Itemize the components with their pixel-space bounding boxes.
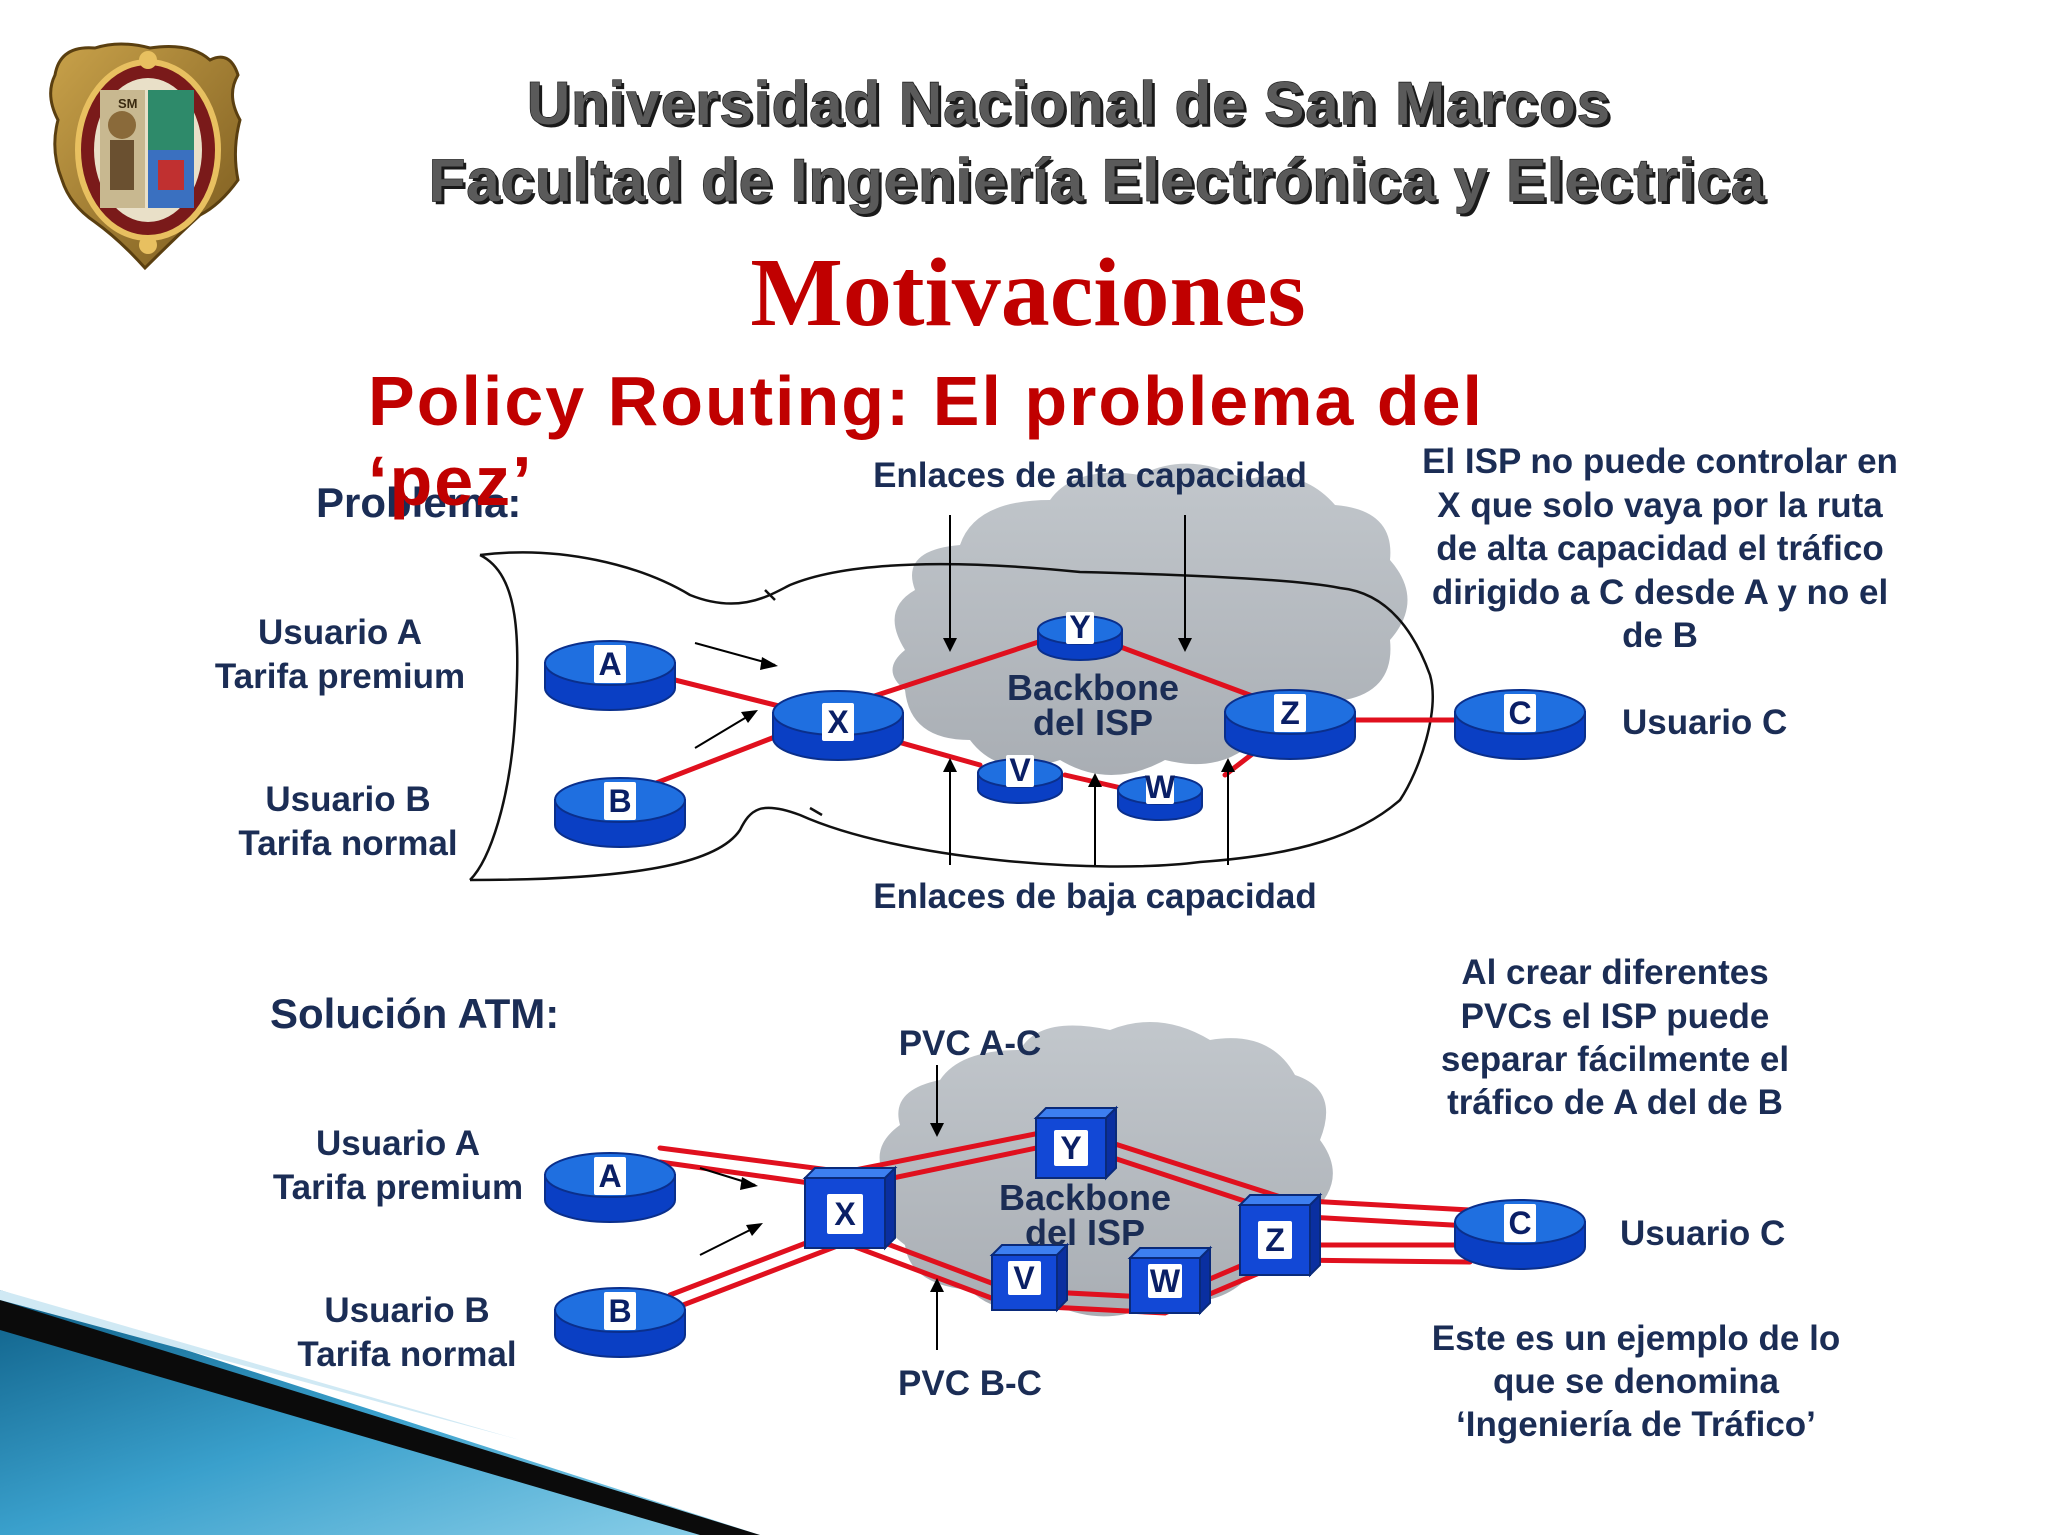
solution-router-b: B xyxy=(554,1287,686,1358)
solution-router-c-label: C xyxy=(1508,1205,1531,1241)
corner-decoration xyxy=(0,1290,760,1535)
router-v-label: V xyxy=(1009,752,1031,788)
router-w-label: W xyxy=(1145,769,1176,805)
solution-note-line4: tráfico de A del de B xyxy=(1447,1083,1783,1122)
atm-switch-x-label: X xyxy=(834,1196,856,1232)
atm-switch-y: Y xyxy=(1033,1105,1119,1181)
router-b-label: B xyxy=(608,783,631,819)
problem-note-line3: de alta capacidad el tráfico xyxy=(1436,529,1883,568)
problem-note-line5: de B xyxy=(1622,616,1698,655)
low-capacity-links-label: Enlaces de baja capacidad xyxy=(873,877,1317,916)
slide-subtitle-line2: ‘pez’ xyxy=(368,442,534,520)
atm-switch-w-label: W xyxy=(1150,1263,1181,1299)
atm-switch-v: V xyxy=(989,1242,1070,1313)
solution-user-a-line2: Tarifa premium xyxy=(273,1168,523,1207)
problem-diagram: A B X Y Z V xyxy=(215,442,1898,916)
atm-switch-x: X xyxy=(802,1165,898,1251)
solution-user-a-line1: Usuario A xyxy=(316,1124,480,1163)
arrows-low-capacity xyxy=(943,758,1235,865)
solution-backbone-line1: Backbone xyxy=(999,1177,1171,1218)
problem-note-line2: X que solo vaya por la ruta xyxy=(1437,486,1883,525)
fish-mark-top xyxy=(764,589,776,601)
problem-note-line4: dirigido a C desde A y no el xyxy=(1432,573,1888,612)
arrows-users-to-x xyxy=(694,642,778,749)
router-v: V xyxy=(977,752,1063,804)
solution-user-b-line1: Usuario B xyxy=(324,1291,489,1330)
pvc-ac-label: PVC A-C xyxy=(899,1024,1042,1063)
solution-note: Al crear diferentes PVCs el ISP puede se… xyxy=(1441,953,1789,1122)
high-capacity-links-label: Enlaces de alta capacidad xyxy=(873,456,1307,495)
solution-note-line3: separar fácilmente el xyxy=(1441,1040,1789,1079)
problem-user-b-line2: Tarifa normal xyxy=(238,824,457,863)
router-z: Z xyxy=(1224,689,1356,760)
atm-switch-z-label: Z xyxy=(1265,1222,1285,1258)
traffic-engineering-note: Este es un ejemplo de lo que se denomina… xyxy=(1432,1319,1840,1444)
solution-backbone-line2: del ISP xyxy=(1025,1212,1145,1253)
solution-router-a: A xyxy=(544,1152,676,1223)
fish-outline xyxy=(469,551,1434,882)
atm-switch-v-label: V xyxy=(1013,1260,1035,1296)
pvc-bc-label: PVC B-C xyxy=(898,1364,1042,1403)
problem-user-a-line1: Usuario A xyxy=(258,613,422,652)
problem-backbone-line2: del ISP xyxy=(1033,702,1153,743)
te-note-line1: Este es un ejemplo de lo xyxy=(1432,1319,1840,1358)
router-w: W xyxy=(1117,769,1203,821)
arrows-solution-users-to-x xyxy=(699,1167,763,1256)
arrows-high-capacity xyxy=(943,515,1192,652)
problem-backbone-line1: Backbone xyxy=(1007,667,1179,708)
faculty-name: Facultad de Ingeniería Electrónica y Ele… xyxy=(429,147,1766,214)
solution-diagram: A B C X Y xyxy=(270,953,1840,1444)
problem-user-c: Usuario C xyxy=(1622,703,1787,742)
svg-text:SM: SM xyxy=(118,96,138,111)
router-a: A xyxy=(544,640,676,711)
solution-user-b-line2: Tarifa normal xyxy=(297,1335,516,1374)
solution-user-c: Usuario C xyxy=(1620,1214,1785,1253)
router-z-label: Z xyxy=(1280,695,1300,731)
university-crest-logo: SM xyxy=(49,42,242,271)
arrow-pvc-ac xyxy=(930,1065,944,1137)
solution-heading: Solución ATM: xyxy=(270,990,559,1037)
te-note-line2: que se denomina xyxy=(1493,1362,1779,1401)
university-name: Universidad Nacional de San Marcos xyxy=(527,70,1611,137)
fish-mark-bottom xyxy=(809,806,823,817)
solution-note-line1: Al crear diferentes xyxy=(1461,953,1768,992)
slide-subtitle-line1: Policy Routing: El problema del xyxy=(368,362,1484,440)
router-y-label: Y xyxy=(1069,609,1090,645)
fish-tail-left xyxy=(469,553,519,881)
problem-heading: Problema: xyxy=(316,479,521,526)
router-x-label: X xyxy=(827,704,849,740)
faculty-name-shadow: Facultad de Ingeniería Electrónica y Ele… xyxy=(432,150,1769,217)
problem-user-b-line1: Usuario B xyxy=(265,780,430,819)
problem-note-line1: El ISP no puede controlar en xyxy=(1422,442,1898,481)
router-b: B xyxy=(554,777,686,848)
atm-switch-w: W xyxy=(1127,1245,1213,1316)
te-note-line3: ‘Ingeniería de Tráfico’ xyxy=(1456,1405,1816,1444)
arrow-pvc-bc xyxy=(930,1278,944,1350)
atm-switch-z: Z xyxy=(1237,1192,1323,1278)
solution-router-a-label: A xyxy=(598,1158,621,1194)
router-y: Y xyxy=(1037,609,1123,661)
problem-user-a-line2: Tarifa premium xyxy=(215,657,465,696)
solution-note-line2: PVCs el ISP puede xyxy=(1461,997,1770,1036)
solution-router-c: C xyxy=(1454,1199,1586,1270)
router-c: C xyxy=(1454,689,1586,760)
slide-title: Motivaciones xyxy=(750,239,1305,347)
router-x: X xyxy=(772,690,904,761)
router-c-label: C xyxy=(1508,695,1531,731)
university-name-shadow: Universidad Nacional de San Marcos xyxy=(530,73,1614,140)
solution-router-b-label: B xyxy=(608,1293,631,1329)
router-a-label: A xyxy=(598,646,621,682)
atm-switch-y-label: Y xyxy=(1060,1130,1081,1166)
problem-note: El ISP no puede controlar en X que solo … xyxy=(1422,442,1898,655)
